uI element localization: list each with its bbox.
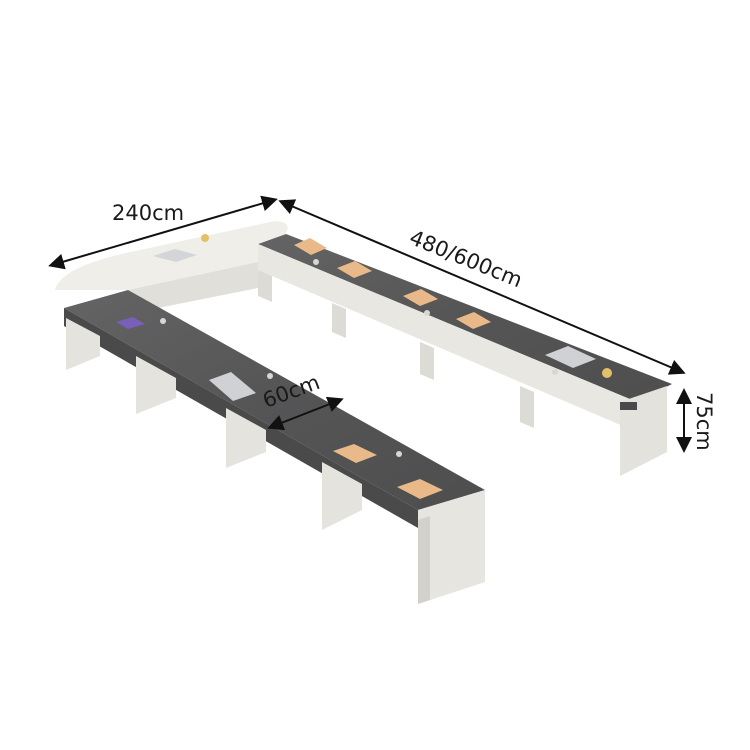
dimension-label-width-right: 480/600cm <box>406 225 526 292</box>
coffee-cup <box>201 234 209 242</box>
laptop <box>209 372 256 401</box>
cable-grommet <box>552 369 558 375</box>
corner-connector <box>55 221 288 314</box>
left-table-leg <box>322 462 362 530</box>
cable-grommet <box>396 451 402 457</box>
cable-grommet <box>160 318 166 324</box>
connector-front <box>128 262 258 314</box>
tablet <box>116 317 145 329</box>
dimension-height: 75cm <box>676 388 716 453</box>
dimension-arrow <box>48 195 278 270</box>
right-table-leg <box>258 270 272 302</box>
left-table-leg <box>136 356 176 414</box>
right-table-leg <box>520 386 534 428</box>
cable-grommet <box>313 259 319 265</box>
right-table-end-edge <box>620 402 637 410</box>
cable-grommet <box>424 310 430 316</box>
coffee-cup <box>602 368 612 378</box>
left-table-end-panel <box>418 490 485 604</box>
dimension-arrow <box>267 396 344 431</box>
left-table-leg <box>66 318 100 370</box>
left-table-end-shade <box>418 516 430 604</box>
notebook <box>333 444 377 463</box>
right-table-leg <box>332 303 346 338</box>
notebook <box>397 479 443 499</box>
cable-grommet <box>267 373 273 379</box>
dimension-arrow <box>278 199 686 375</box>
dimension-width-left: 240cm <box>48 195 278 270</box>
dimension-label-width-left: 240cm <box>112 201 184 225</box>
right-table-leg <box>420 342 434 380</box>
left-table-leg <box>226 408 266 468</box>
dimension-label-height: 75cm <box>692 392 716 451</box>
